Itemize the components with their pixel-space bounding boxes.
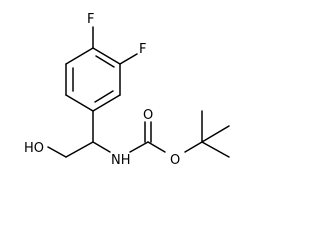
- atom-label-f-top: F: [87, 12, 94, 27]
- atom-label-amine: NH: [111, 153, 131, 168]
- atom-labels: F F HO NH O O: [24, 12, 180, 168]
- bond-tbu-methyl-down: [201, 141, 230, 158]
- bond-ring-3: [92, 94, 121, 112]
- bond-ring-inner-1: [95, 55, 115, 68]
- bond-ring-inner-2: [94, 90, 114, 103]
- structure-diagram: F F HO NH O O: [24, 12, 230, 168]
- atom-label-ester-oxygen: O: [170, 153, 180, 168]
- bond-ch-ch2: [65, 141, 94, 158]
- bond-c-f-right: [119, 53, 138, 65]
- bond-ch-nh: [92, 141, 111, 153]
- bond-ring-4: [65, 94, 94, 112]
- bond-o-tbu: [184, 141, 203, 153]
- bond-tbu-methyl-right: [201, 125, 230, 143]
- bonds: [47, 26, 230, 158]
- bond-c-o-ester: [147, 141, 166, 153]
- atom-label-hydroxyl: HO: [24, 141, 44, 156]
- bond-ch2-oh: [47, 146, 67, 158]
- bond-ring-6: [65, 47, 94, 65]
- atom-label-f-right: F: [139, 42, 146, 57]
- atom-label-carbonyl-oxygen: O: [143, 108, 153, 123]
- bond-ring-1: [92, 47, 121, 65]
- bond-nh-carbonyl: [129, 141, 149, 153]
